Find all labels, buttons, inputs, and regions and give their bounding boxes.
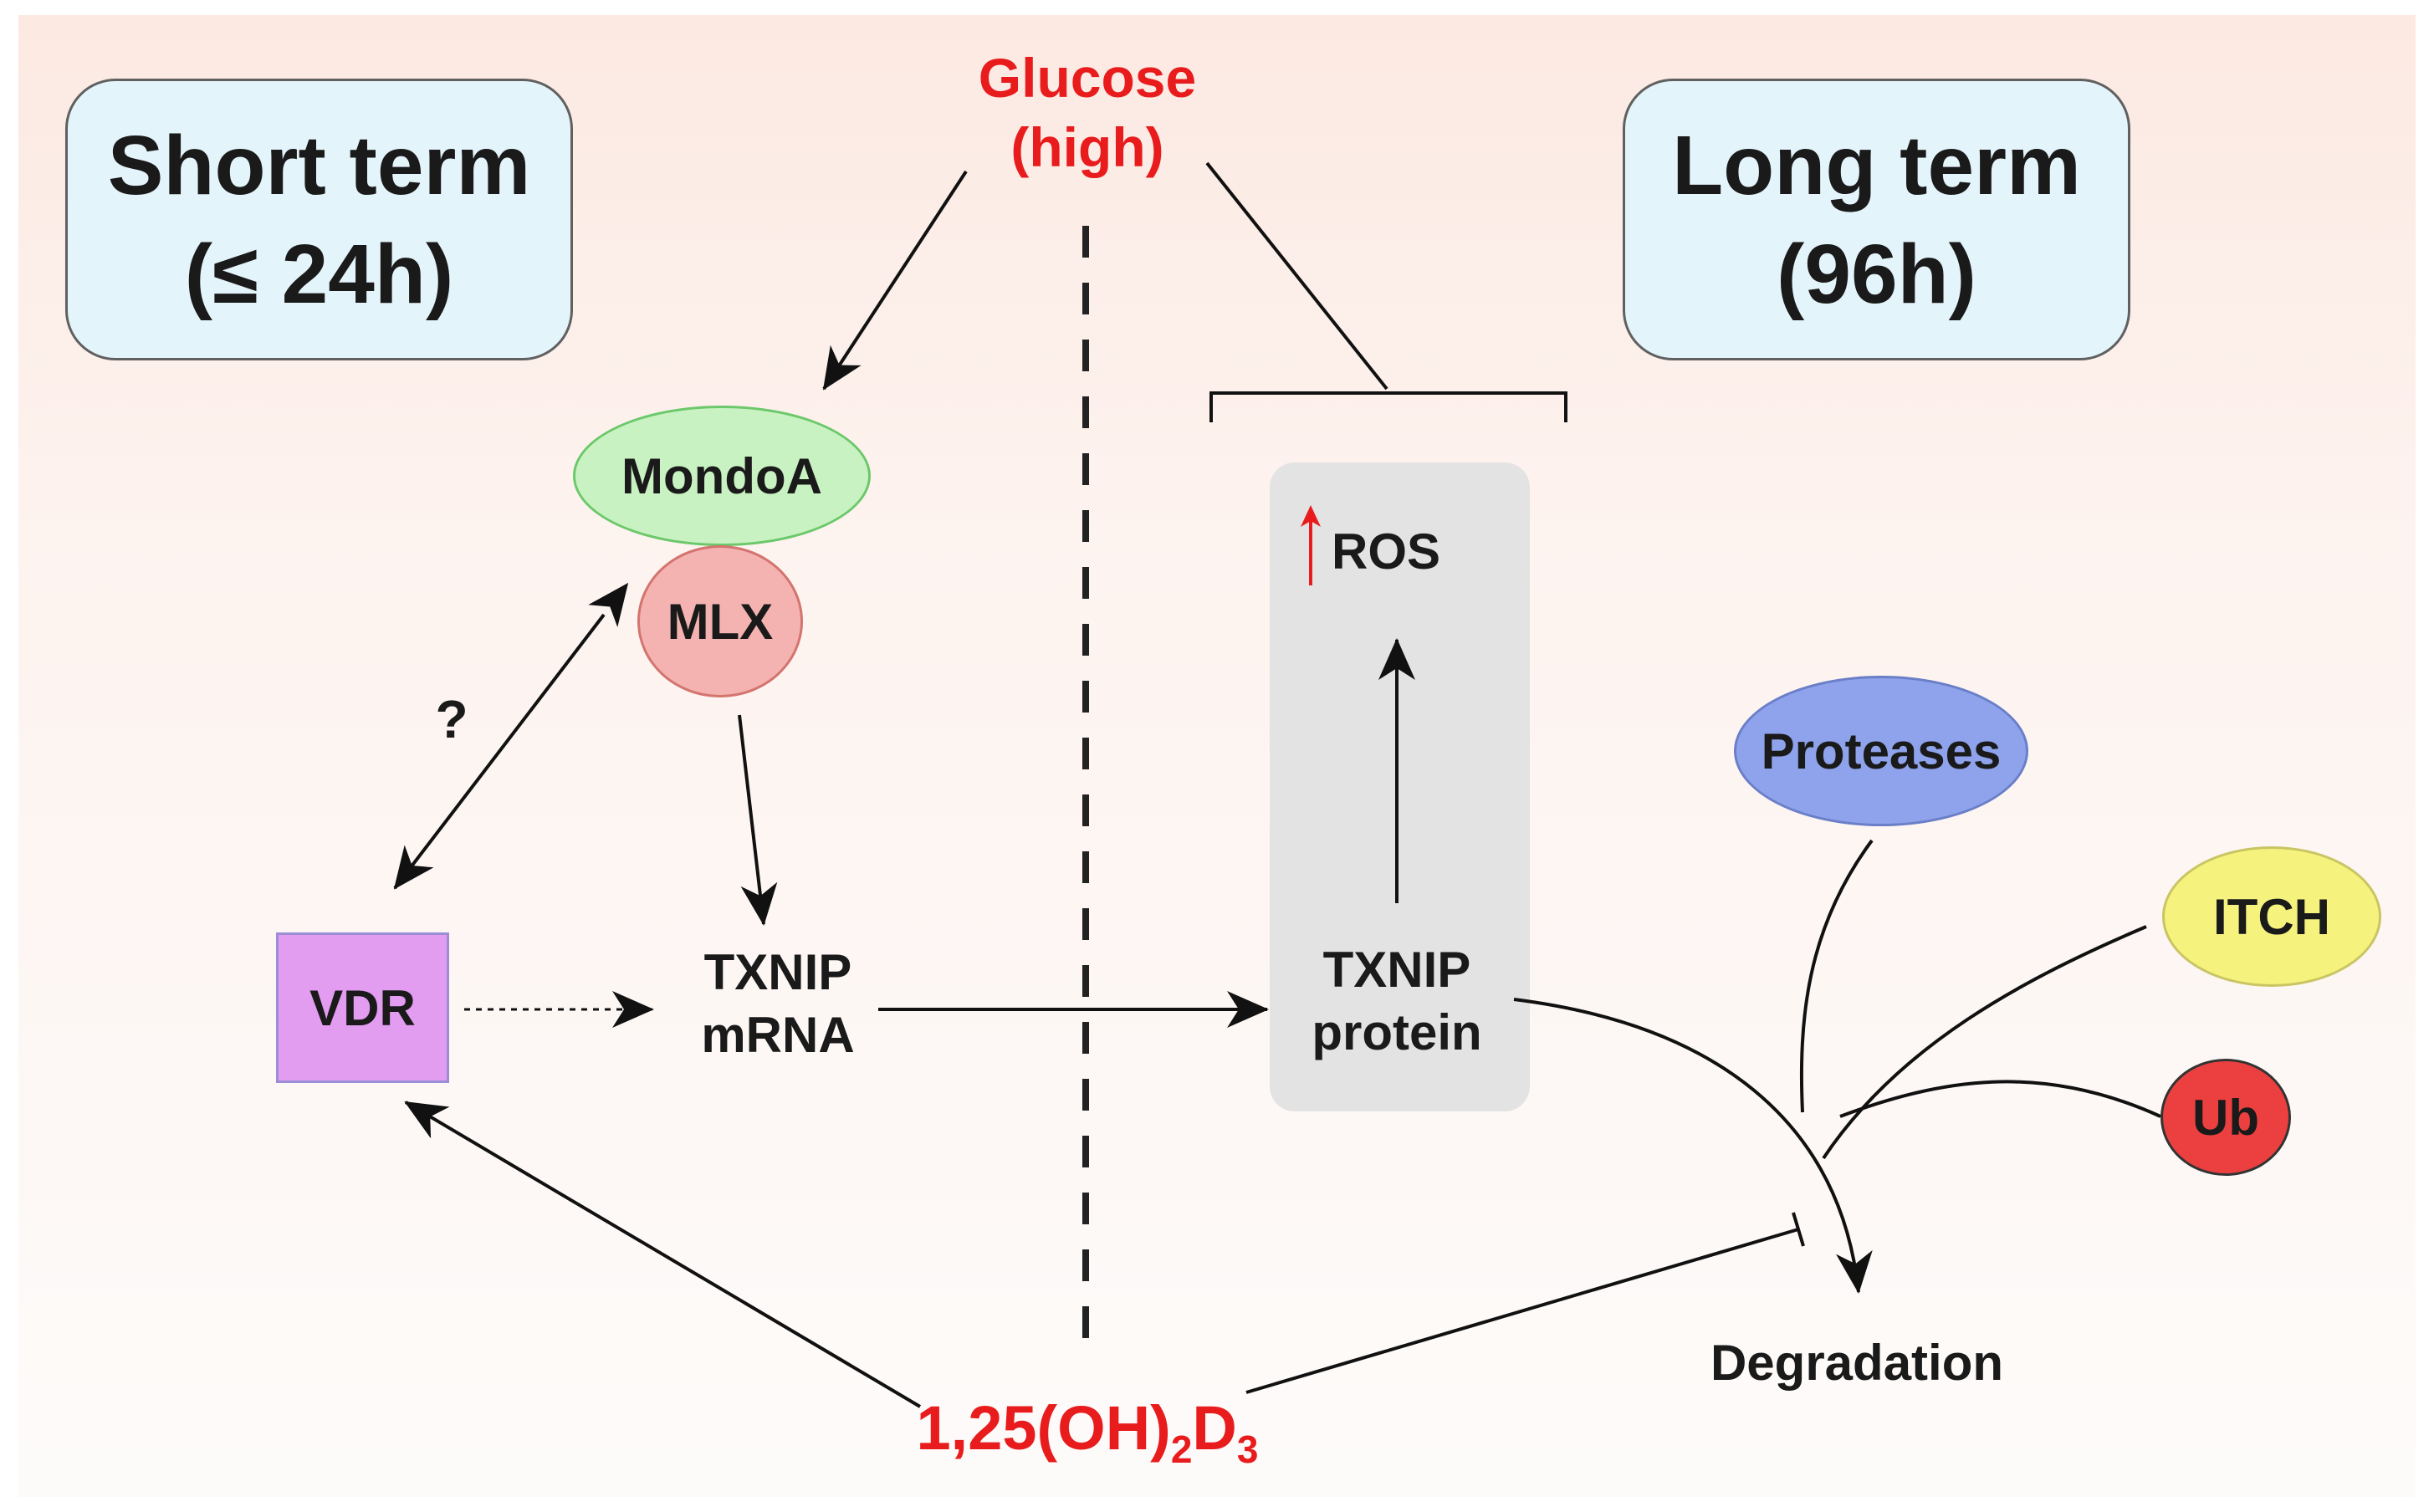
arrow-mlx-vdr-bidirectional <box>393 582 629 890</box>
mondoa-label: MondoA <box>621 447 822 504</box>
question-mark: ? <box>435 689 468 749</box>
glucose-line1: Glucose <box>978 47 1197 109</box>
glucose-line2: (high) <box>1010 115 1164 178</box>
short-term-box: Short term (≤ 24h) <box>65 79 573 360</box>
arrow-protein-to-degradation <box>1513 998 1873 1294</box>
degradation-label: Degradation <box>1710 1335 2004 1391</box>
short-term-line2: (≤ 24h) <box>184 227 454 321</box>
ros-label: ROS <box>1332 524 1441 580</box>
inhibition-vitd-to-degradation <box>1245 1212 1805 1394</box>
inhibition-glucose-to-ros <box>1205 161 1567 422</box>
itch-node: ITCH <box>2162 846 2381 987</box>
glucose-label: Glucose (high) <box>920 43 1255 181</box>
arrow-glucose-to-mondoa <box>822 170 968 391</box>
ros-panel <box>1270 462 1530 1111</box>
arrow-vitd-to-vdr <box>404 1101 922 1408</box>
proteases-node: Proteases <box>1734 676 2028 826</box>
vitamin-d-sub2: 3 <box>1236 1427 1259 1471</box>
mondoa-node: MondoA <box>573 406 871 546</box>
mlx-label: MLX <box>667 593 774 650</box>
ub-node: Ub <box>2160 1059 2291 1176</box>
arrow-mlx-to-mrna <box>738 714 778 926</box>
itch-label: ITCH <box>2213 888 2330 945</box>
vitamin-d-mid: D <box>1192 1393 1237 1463</box>
long-term-box: Long term (96h) <box>1623 79 2130 360</box>
proteases-label: Proteases <box>1761 723 2002 779</box>
long-term-line1: Long term <box>1672 118 2081 212</box>
vitamin-d-label: 1,25(OH)2D3 <box>845 1390 1330 1474</box>
short-term-line1: Short term <box>107 118 531 212</box>
mlx-node: MLX <box>637 545 803 697</box>
vitamin-d-base: 1,25(OH) <box>916 1393 1171 1463</box>
line-itch <box>1822 925 2147 1160</box>
vdr-label: VDR <box>309 979 416 1036</box>
line-proteases <box>1799 839 1874 1113</box>
vdr-node: VDR <box>276 932 449 1083</box>
ub-label: Ub <box>2192 1089 2259 1146</box>
line-ub <box>1839 1080 2161 1118</box>
long-term-line2: (96h) <box>1777 227 1976 321</box>
txnip-mrna-label: TXNIP mRNA <box>701 944 855 1063</box>
txnip-protein-label: TXNIP protein <box>1312 942 1482 1060</box>
vitamin-d-sub1: 2 <box>1170 1427 1193 1471</box>
